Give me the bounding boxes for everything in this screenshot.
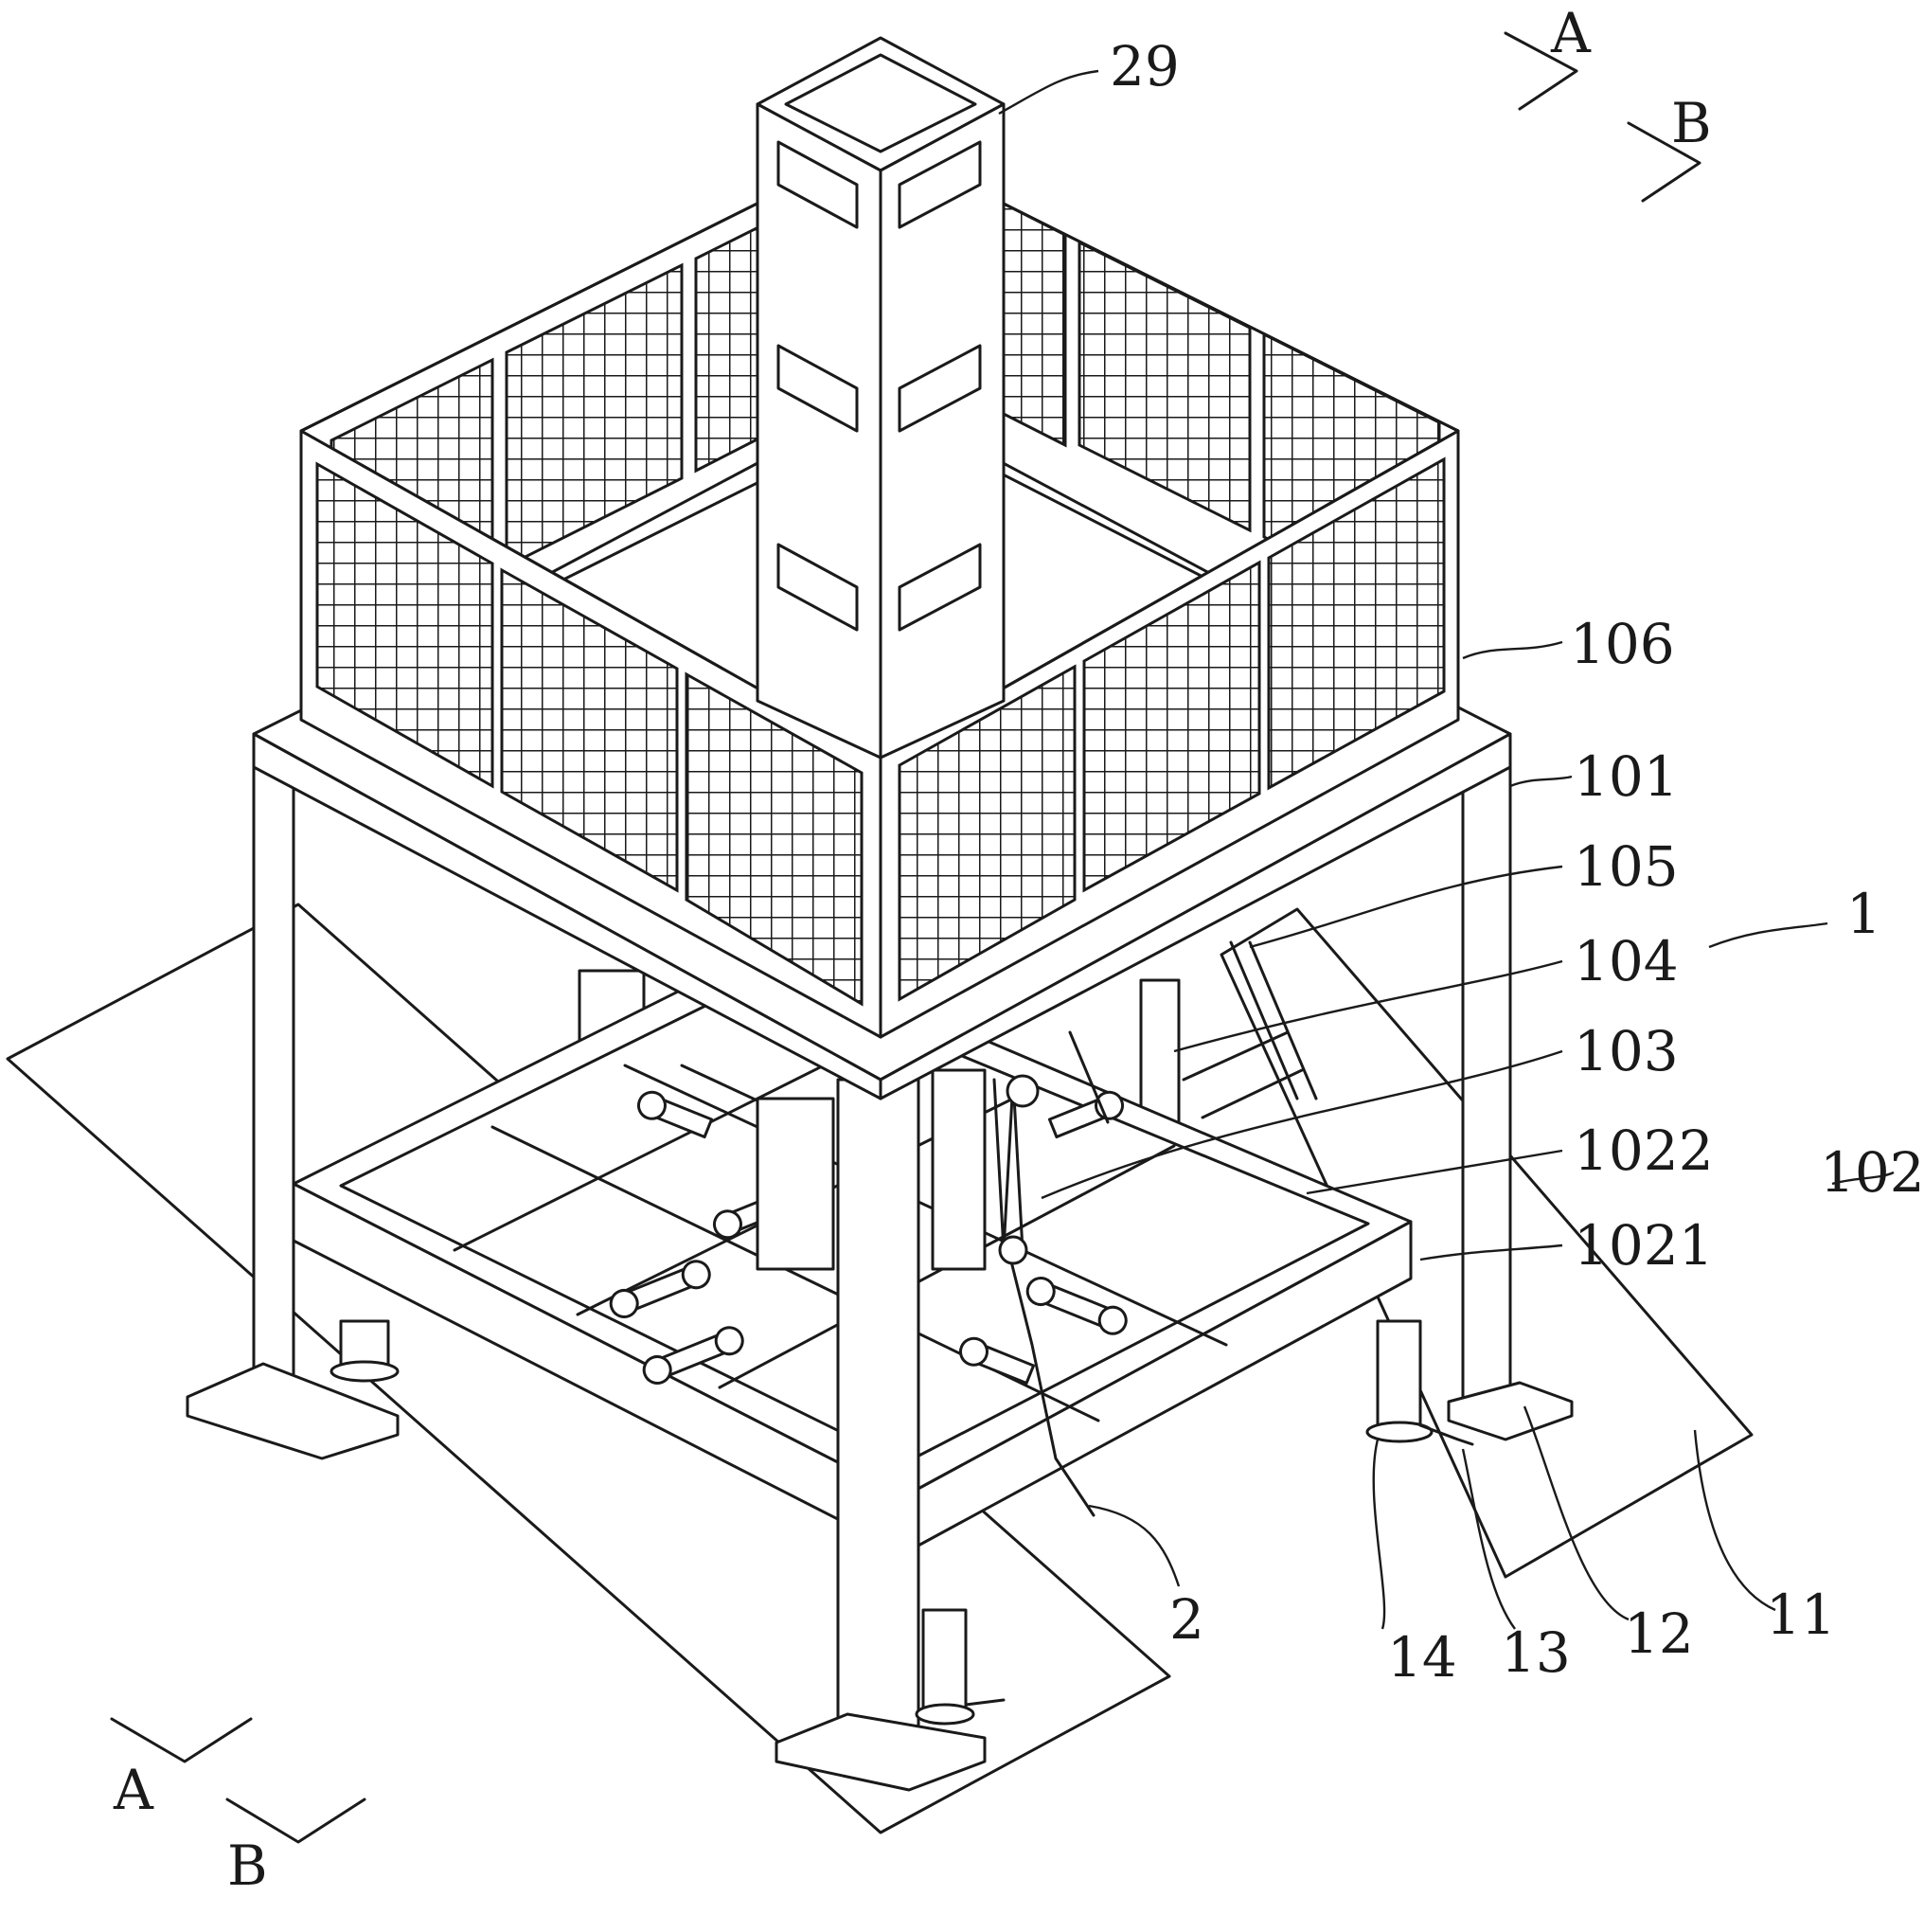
label-13: 13 — [1501, 1620, 1571, 1685]
label-14: 14 — [1387, 1625, 1457, 1690]
label-105: 105 — [1574, 834, 1679, 899]
label-29: 29 — [1110, 34, 1180, 98]
label-104: 104 — [1574, 929, 1679, 993]
label-11: 11 — [1766, 1583, 1836, 1647]
label-1021: 1021 — [1574, 1213, 1714, 1278]
label-1022: 1022 — [1574, 1118, 1714, 1183]
section-mark-bottom-a: A — [113, 1758, 154, 1822]
label-12: 12 — [1624, 1601, 1694, 1666]
central-column — [757, 38, 1004, 758]
section-mark-bottom-b: B — [227, 1834, 268, 1898]
label-102: 102 — [1820, 1140, 1924, 1205]
label-103: 103 — [1574, 1019, 1679, 1083]
label-2: 2 — [1169, 1587, 1204, 1652]
section-mark-top-a: A — [1550, 1, 1592, 65]
label-101: 101 — [1574, 744, 1679, 809]
label-1: 1 — [1846, 882, 1881, 946]
section-mark-top-b: B — [1671, 91, 1712, 155]
label-106: 106 — [1570, 612, 1675, 676]
